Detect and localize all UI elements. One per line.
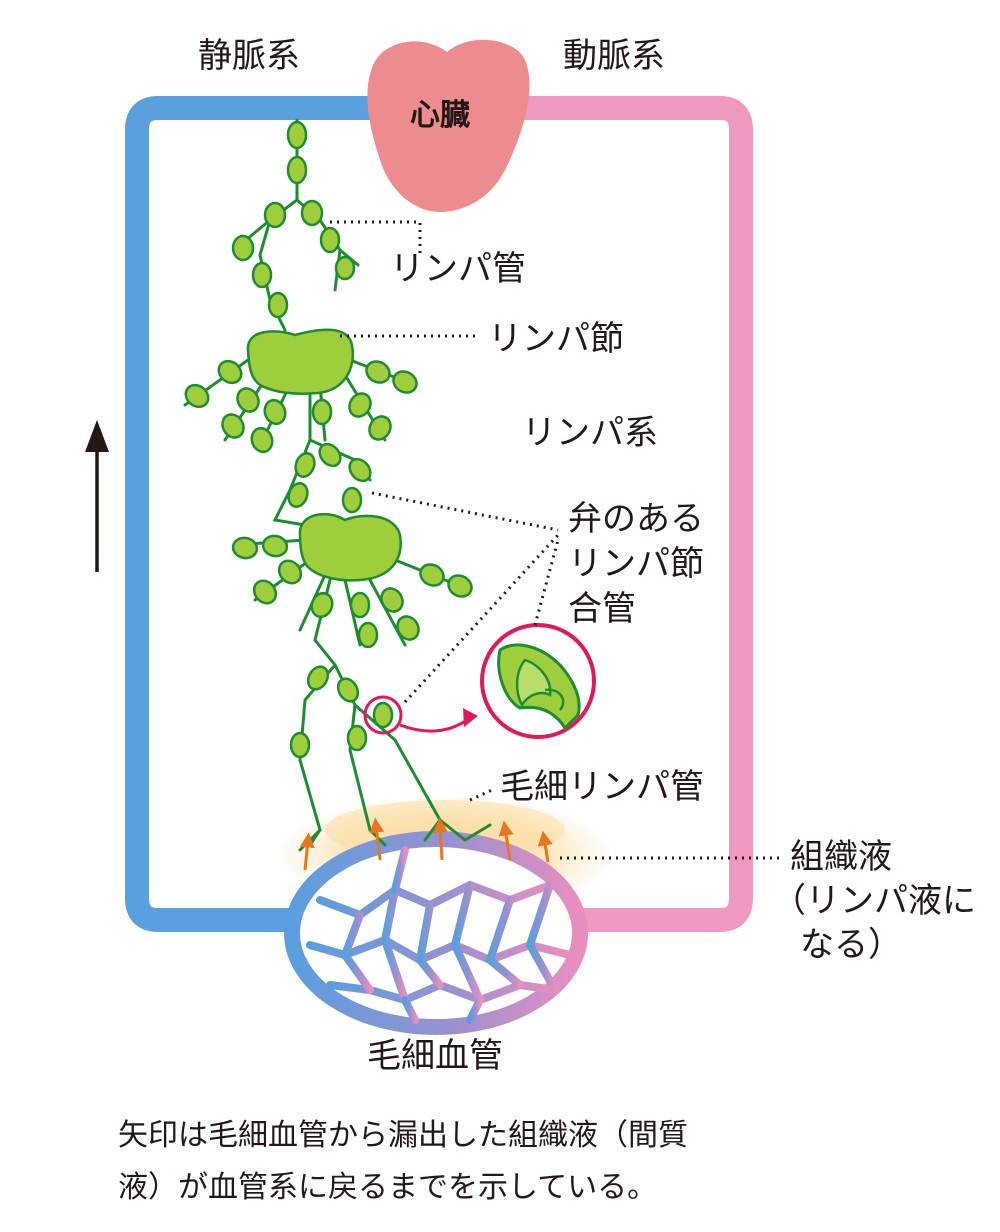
caption-line1: 矢印は毛細血管から漏出した組織液（間質 [118,1118,688,1153]
valve-label-line3: 合管 [568,589,636,629]
arterial-vessel [520,96,753,932]
caption-line2: 液）が血管系に戻るまでを示している。 [118,1170,658,1205]
tissue-fluid-label-line2: （リンパ液に [772,881,976,921]
leader-lines [330,220,780,860]
valve-label-line2: リンパ節 [568,544,704,584]
lymph-capillary-label: 毛細リンパ管 [500,767,704,807]
valve-label-line1: 弁のある [568,499,704,539]
lymph-vessel-segments [184,120,473,759]
tissue-fluid-label-line3: なる） [800,925,902,965]
heart-label: 心臓 [410,98,470,133]
tissue-fluid-label-line1: 組織液 [790,837,892,877]
blood-capillary-network [284,831,588,1035]
venous-system-label: 静脈系 [198,36,300,76]
lymph-node-1 [246,328,355,395]
heart-shape [367,39,530,213]
upward-arrow [85,420,109,572]
lymph-node-label: リンパ節 [488,319,624,359]
valve-detail [480,623,596,739]
venous-vessel [125,96,375,932]
lymph-node-2 [298,512,402,582]
blood-capillary-label: 毛細血管 [367,1036,503,1076]
arterial-system-label: 動脈系 [563,36,665,76]
lymphatic-tree [183,118,492,852]
valve-highlight-circle [363,695,403,735]
valve-zoom-arrow [399,716,471,733]
lymph-system-label: リンパ系 [522,413,658,453]
lymph-vessel-label: リンパ管 [390,249,526,289]
tissue-fluid-arrows [299,817,553,871]
